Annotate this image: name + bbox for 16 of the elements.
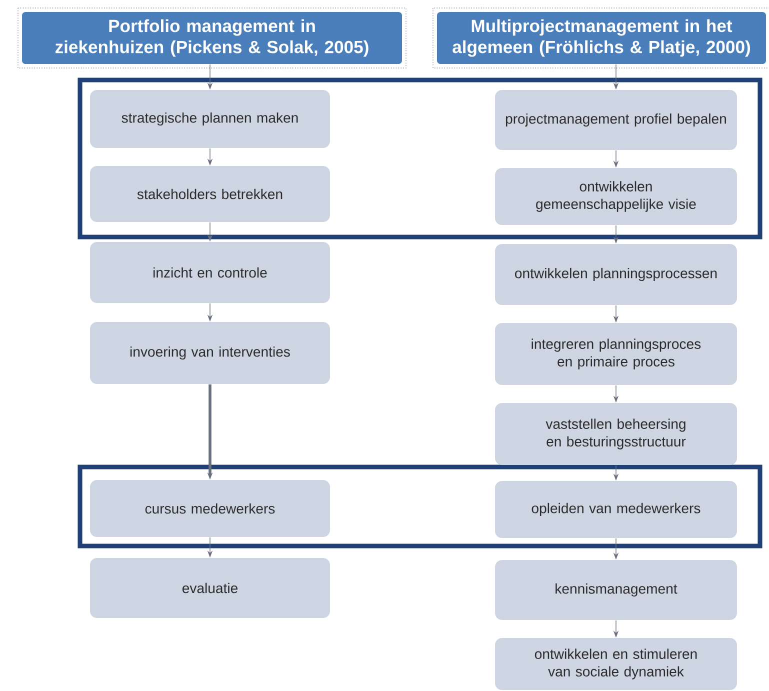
process-box: ontwikkelen gemeenschappelijke visie xyxy=(495,168,737,225)
process-box: projectmanagement profiel bepalen xyxy=(495,90,737,150)
header-box: Multiprojectmanagement in het algemeen (Fröhlichs & Platje, 2000) xyxy=(432,8,769,68)
process-box: inzicht en controle xyxy=(90,242,330,303)
process-box: vaststellen beheersing en besturingsstructuur xyxy=(495,403,737,465)
process-box: strategische plannen maken xyxy=(90,90,330,148)
process-box: evaluatie xyxy=(90,558,330,618)
process-box: stakeholders betrekken xyxy=(90,166,330,222)
process-box: ontwikkelen en stimuleren van sociale dynamiek xyxy=(495,638,737,690)
process-box: opleiden van medewerkers xyxy=(495,481,737,538)
process-box: kennismanagement xyxy=(495,560,737,620)
process-box: cursus medewerkers xyxy=(90,480,330,537)
header-box: Portfolio management in ziekenhuizen (Pickens & Solak, 2005) xyxy=(18,8,406,68)
process-box: ontwikkelen planningsprocessen xyxy=(495,244,737,305)
process-box: invoering van interventies xyxy=(90,322,330,384)
process-box: integreren planningsproces en primaire proces xyxy=(495,323,737,385)
